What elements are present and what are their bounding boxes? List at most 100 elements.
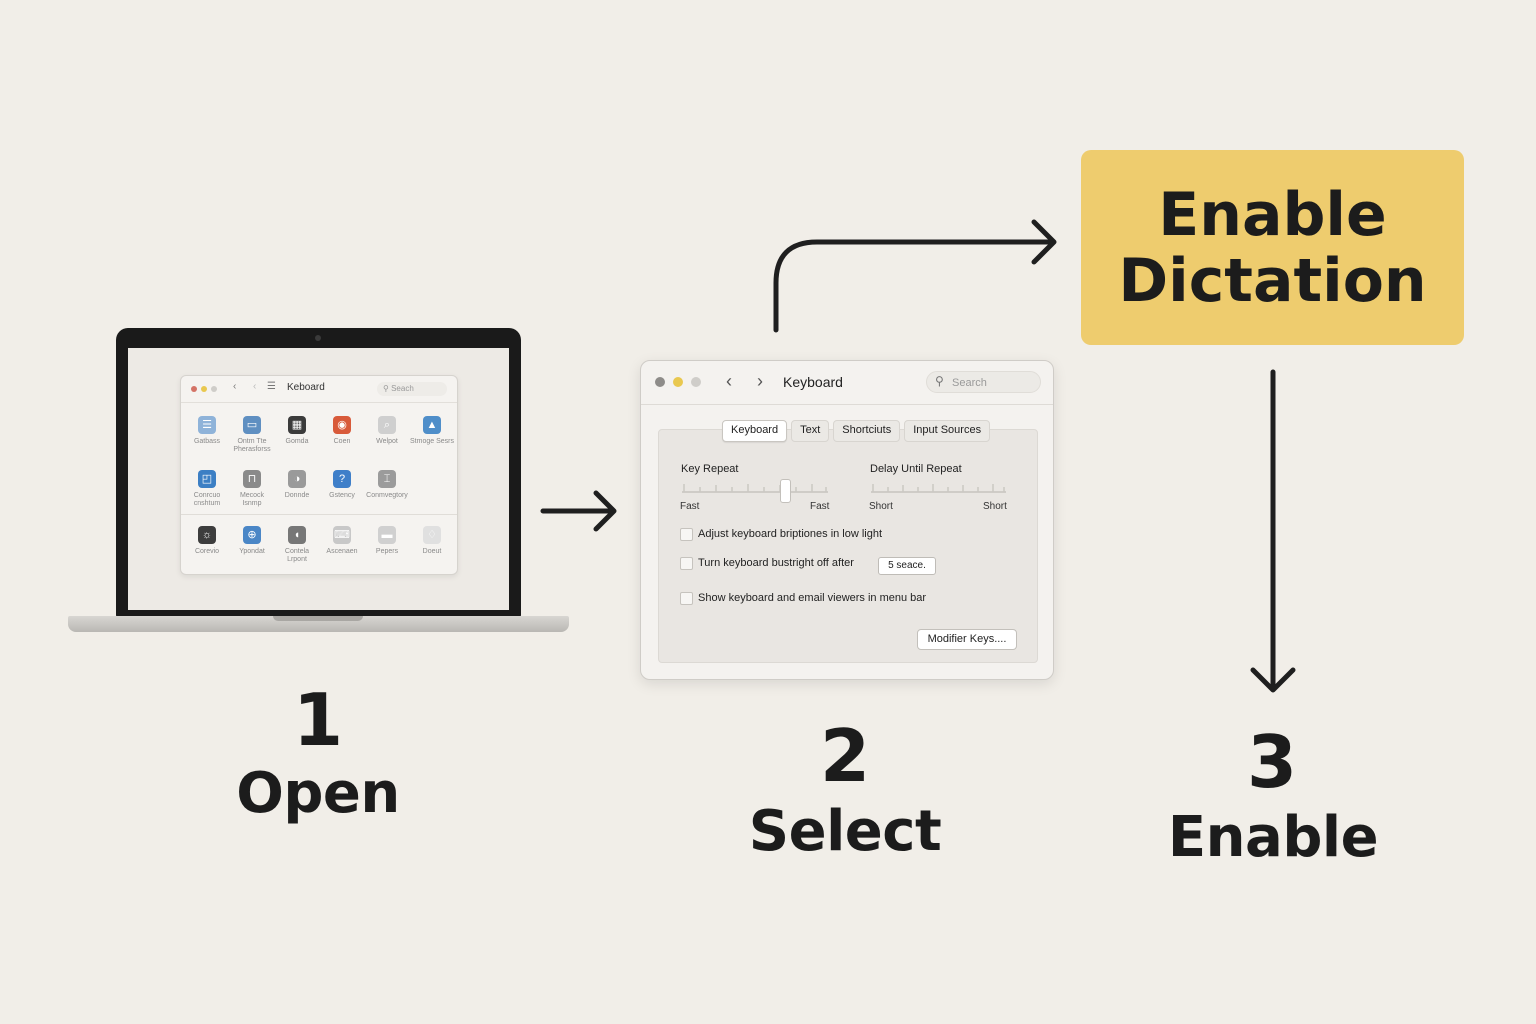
search-icon: ⚲ — [935, 374, 944, 388]
close-dot[interactable] — [655, 377, 665, 387]
preference-item[interactable]: ▦Gomda — [275, 416, 319, 446]
app-store-icon: ◰ — [198, 470, 216, 488]
tab-shortcuts[interactable]: Shortciuts — [833, 420, 901, 442]
step-3-label: Enable — [1167, 805, 1379, 870]
window-title: Keyboard — [783, 374, 843, 390]
close-dot — [191, 386, 197, 392]
minimize-dot[interactable] — [673, 377, 683, 387]
mini-search-placeholder: Seach — [391, 384, 414, 393]
preference-item-label: Coen — [333, 438, 351, 445]
key-repeat-ticks — [683, 484, 827, 492]
mini-title-bar: ‹ ‹ ☰ Keboard ⚲ Seach — [181, 376, 457, 403]
brightness-icon: ☼ — [198, 526, 216, 544]
preference-item-label: Ascenaen — [326, 548, 358, 555]
preference-item[interactable]: ⌨ Ascenaen — [320, 526, 364, 556]
delay-slider[interactable] — [871, 491, 1006, 493]
laptop-icon: ‹ ‹ ☰ Keboard ⚲ Seach ☰Gatbass ▭ Ontm Tte … — [116, 328, 521, 618]
settings-panel — [658, 429, 1038, 663]
enable-dictation-line-2: Dictation — [1118, 245, 1427, 316]
preference-item[interactable]: ▲Stmoge Sesrs — [410, 416, 454, 446]
delay-until-repeat-label: Delay Until Repeat — [870, 463, 962, 475]
tab-input-sources[interactable]: Input Sources — [904, 420, 991, 442]
back-chevron-icon[interactable]: ‹ — [726, 371, 732, 391]
preference-item-label: Corevio — [194, 548, 220, 555]
laptop-notch — [273, 616, 363, 621]
preference-item-label: Donnde — [284, 492, 310, 499]
timeout-select[interactable]: 5 seace. — [878, 557, 936, 575]
backlight-off-checkbox[interactable] — [680, 557, 693, 570]
preference-item-label: Ontm Tte Pherasforss — [233, 438, 271, 453]
preference-item[interactable]: ◉ Coen — [320, 416, 364, 446]
key-repeat-slider[interactable] — [682, 491, 828, 493]
delay-min-label: Short — [869, 501, 893, 512]
preference-item-label: Ypondat — [239, 548, 265, 555]
key-repeat-label: Key Repeat — [681, 463, 739, 475]
forward-chevron-icon: ‹ — [253, 381, 257, 392]
key-repeat-min-label: Fast — [680, 501, 700, 512]
speaker-icon: ◖ — [288, 526, 306, 544]
search-input[interactable]: ⚲ Search — [926, 371, 1041, 393]
back-chevron-icon: ‹ — [233, 381, 237, 392]
magnifier-icon: ⌕ — [378, 416, 396, 434]
image-icon: ▲ — [423, 416, 441, 434]
zoom-dot[interactable] — [691, 377, 701, 387]
minimize-dot — [201, 386, 207, 392]
tab-keyboard[interactable]: Keyboard — [722, 420, 788, 442]
preference-item[interactable]: ♢Doeut — [410, 526, 454, 556]
mini-settings-window: ‹ ‹ ☰ Keboard ⚲ Seach ☰Gatbass ▭ Ontm Tte … — [180, 375, 458, 575]
step-3-number: 3 — [1246, 720, 1298, 804]
help-icon: ? — [333, 470, 351, 488]
step-1-number: 1 — [292, 678, 344, 762]
preference-item-label: Conmvegtory — [366, 492, 408, 499]
laptop-base — [68, 616, 569, 632]
preference-item[interactable]: ⊕ Ypondat — [230, 526, 274, 556]
step-1-label: Open — [236, 761, 400, 826]
backlight-off-label: Turn keyboard bustright off after — [698, 557, 854, 569]
show-viewers-label: Show keyboard and email viewers in menu … — [698, 592, 927, 604]
preference-item[interactable]: ⊓Mecock Isnmp — [230, 470, 274, 508]
search-placeholder: Search — [952, 377, 987, 389]
laptop-screen: ‹ ‹ ☰ Keboard ⚲ Seach ☰Gatbass ▭ Ontm Tte … — [128, 348, 509, 610]
adjust-brightness-label: Adjust keyboard briptiones in low light — [698, 528, 883, 540]
preference-item[interactable]: ⌶ Conmvegtory — [365, 470, 409, 500]
keyboard-settings-window: ‹ › Keyboard ⚲ Search Keyboard Text Shor… — [640, 360, 1054, 680]
preference-item[interactable]: ◑Donnde — [275, 470, 319, 500]
preference-item[interactable]: ◖ Contela Lrpont — [275, 526, 319, 564]
display-icon: ▭ — [243, 416, 261, 434]
keyboard-icon: ⌨ — [333, 526, 351, 544]
enable-dictation-line-1: Enable — [1158, 179, 1387, 250]
globe-icon: ⊕ — [243, 526, 261, 544]
step-2-label: Select — [748, 799, 942, 864]
preference-item-label: Gstency — [329, 492, 355, 499]
preference-item-label: Gomda — [285, 438, 309, 445]
chrome-icon: ◉ — [333, 416, 351, 434]
tool-icon: ⌶ — [378, 470, 396, 488]
preference-item-label: Contela Lrpont — [284, 548, 310, 563]
forward-chevron-icon[interactable]: › — [757, 371, 763, 391]
sliders-icon: ☰ — [198, 416, 216, 434]
preference-item-label: Mecock Isnmp — [239, 492, 265, 507]
preference-item[interactable]: ? Gstency — [320, 470, 364, 500]
mini-search-input: ⚲ Seach — [377, 382, 447, 396]
preference-item[interactable]: ▭ Ontm Tte Pherasforss — [230, 416, 274, 454]
preference-item-label: Welpot — [376, 438, 398, 445]
preference-item[interactable]: ⌕ Welpot — [365, 416, 409, 446]
modifier-keys-button[interactable]: Modifier Keys.... — [917, 629, 1017, 650]
tab-text[interactable]: Text — [791, 420, 830, 442]
delay-max-label: Short — [983, 501, 1007, 512]
zoom-dot — [211, 386, 217, 392]
enable-dictation-box: Enable Dictation — [1081, 150, 1464, 345]
folder-icon: ▬ — [378, 526, 396, 544]
preference-item[interactable]: ☰Gatbass — [185, 416, 229, 446]
show-viewers-checkbox[interactable] — [680, 592, 693, 605]
key-repeat-max-label: Fast — [810, 501, 830, 512]
delay-ticks — [872, 484, 1005, 492]
tab-bar: Keyboard Text Shortciuts Input Sources — [722, 420, 991, 442]
preference-item[interactable]: ▬Pepers — [365, 526, 409, 556]
preference-item[interactable]: ☼ Corevio — [185, 526, 229, 556]
preference-item[interactable]: ◰ Conrcuo cnshtum — [185, 470, 229, 508]
key-repeat-thumb[interactable] — [780, 479, 792, 503]
adjust-brightness-checkbox[interactable] — [680, 528, 693, 541]
preference-item-label: Conrcuo cnshtum — [193, 492, 221, 507]
